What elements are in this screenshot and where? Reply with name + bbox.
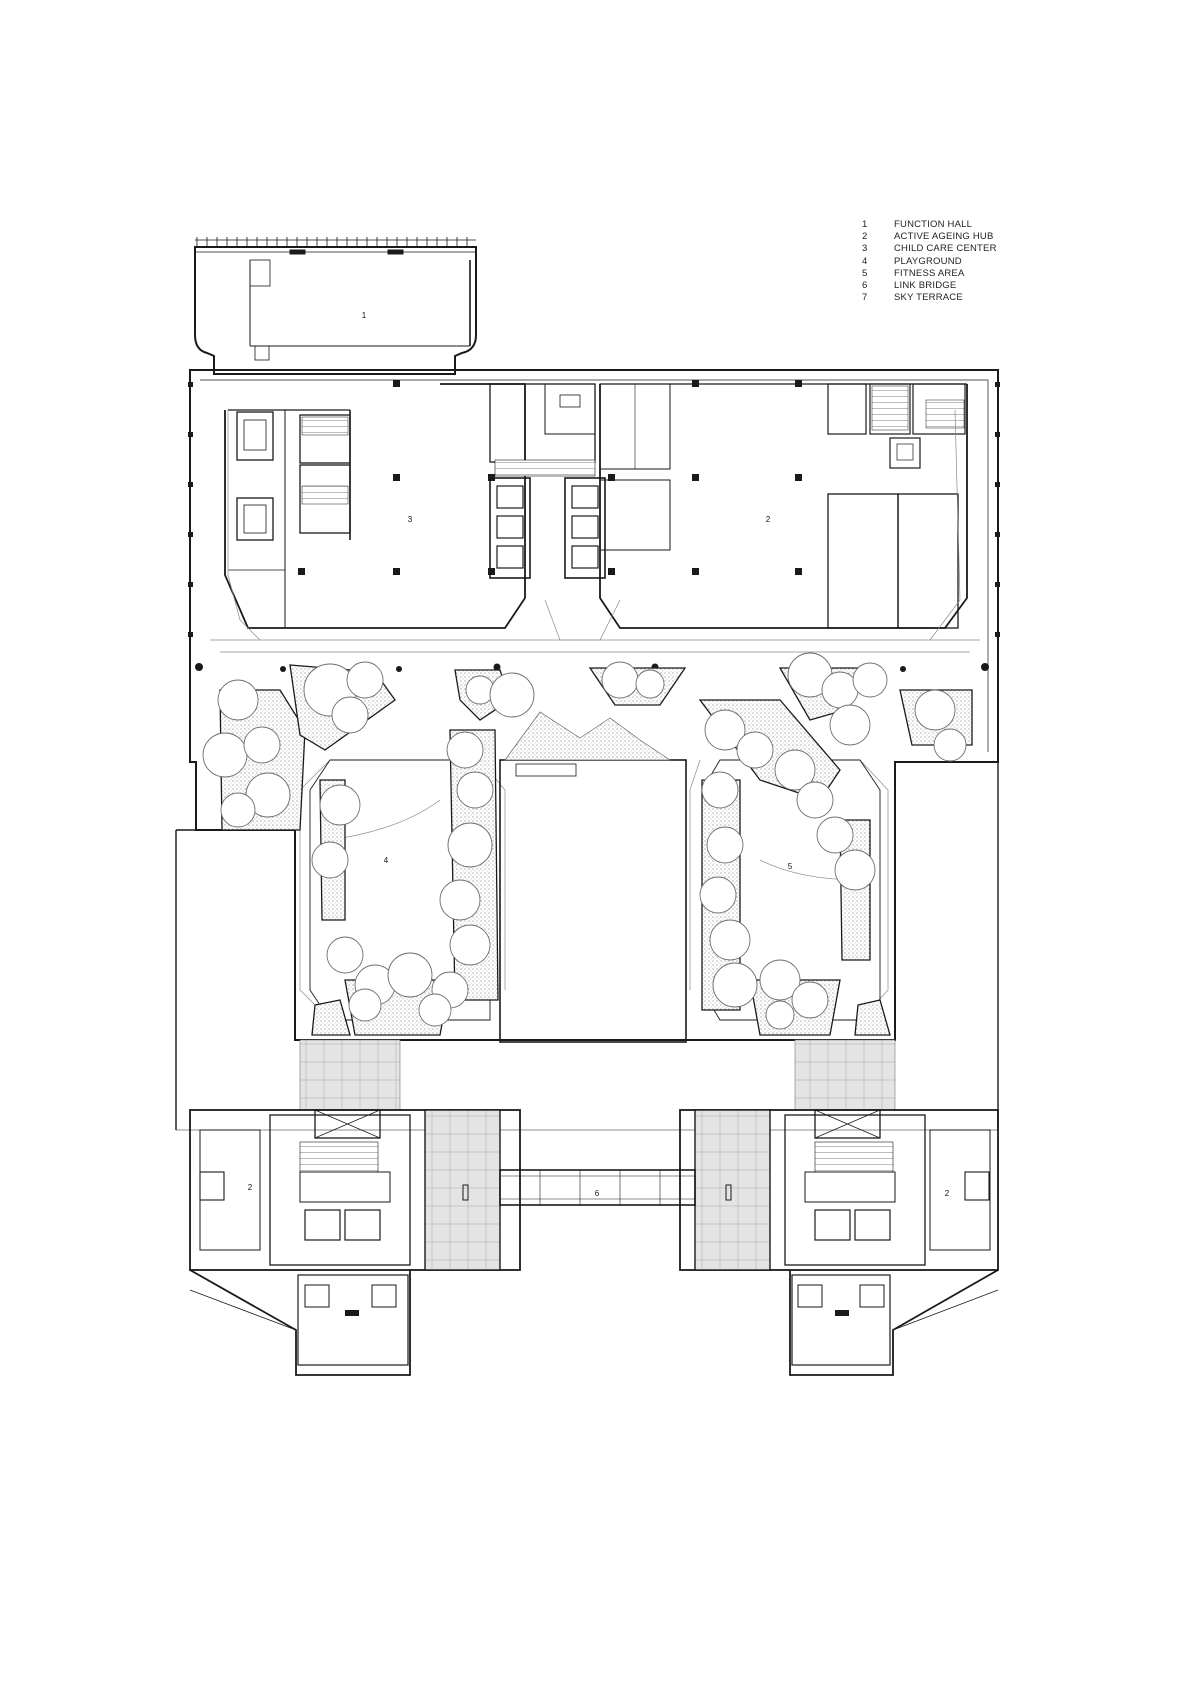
legend-item: 7 SKY TERRACE [862, 292, 997, 304]
legend-label: PLAYGROUND [894, 255, 962, 267]
legend-item: 4 PLAYGROUND [862, 256, 997, 268]
legend-number: 4 [862, 255, 868, 267]
tag-function-hall: 1 [362, 311, 367, 320]
legend-number: 7 [862, 292, 868, 304]
legend-number: 3 [862, 243, 868, 255]
legend-label: ACTIVE AGEING HUB [894, 231, 994, 243]
tree-canopies [202, 652, 967, 1030]
active-ageing-hub-north-columns [608, 380, 802, 575]
child-care-center-block [224, 383, 526, 629]
legend-item: 6 LINK BRIDGE [862, 280, 997, 292]
legend-number: 1 [862, 219, 868, 230]
tag-active-ageing-hub-east: 2 [945, 1189, 950, 1198]
tag-link-bridge: 6 [595, 1189, 600, 1198]
active-ageing-hub-north-block [599, 383, 968, 629]
legend-label: FUNCTION HALL [894, 219, 973, 230]
paving-paths [210, 409, 980, 1011]
legend-number: 5 [862, 267, 868, 279]
legend-label: SKY TERRACE [894, 292, 963, 304]
legend-label: FITNESS AREA [894, 267, 965, 279]
terrace-stair-paving [299, 1039, 896, 1111]
legend-item: 2 ACTIVE AGEING HUB [862, 231, 997, 243]
legend-item: 3 CHILD CARE CENTER [862, 243, 997, 255]
tag-fitness-area: 5 [788, 862, 793, 871]
central-service-core [489, 383, 671, 579]
tag-child-care-center: 3 [408, 515, 413, 524]
legend-label: CHILD CARE CENTER [894, 243, 997, 255]
legend-number: 6 [862, 279, 868, 291]
legend: 1 FUNCTION HALL 2 ACTIVE AGEING HUB 3 CHILD… [862, 219, 997, 304]
east-tower [679, 1109, 999, 1376]
tag-playground: 4 [384, 856, 389, 865]
west-tower [189, 1109, 521, 1376]
central-void [499, 759, 687, 1043]
legend-item: 5 FITNESS AREA [862, 268, 997, 280]
legend-number: 2 [862, 231, 868, 243]
function-hall-block [194, 246, 477, 375]
sloped-planting [504, 711, 672, 761]
legend-label: LINK BRIDGE [894, 279, 957, 291]
tag-active-ageing-hub-west: 2 [248, 1183, 253, 1192]
link-bridge [499, 1169, 696, 1206]
function-hall-railing [195, 237, 476, 247]
tag-active-ageing-hub-north: 2 [766, 515, 771, 524]
child-care-columns [298, 380, 495, 575]
legend-item: 1 FUNCTION HALL [862, 219, 997, 231]
